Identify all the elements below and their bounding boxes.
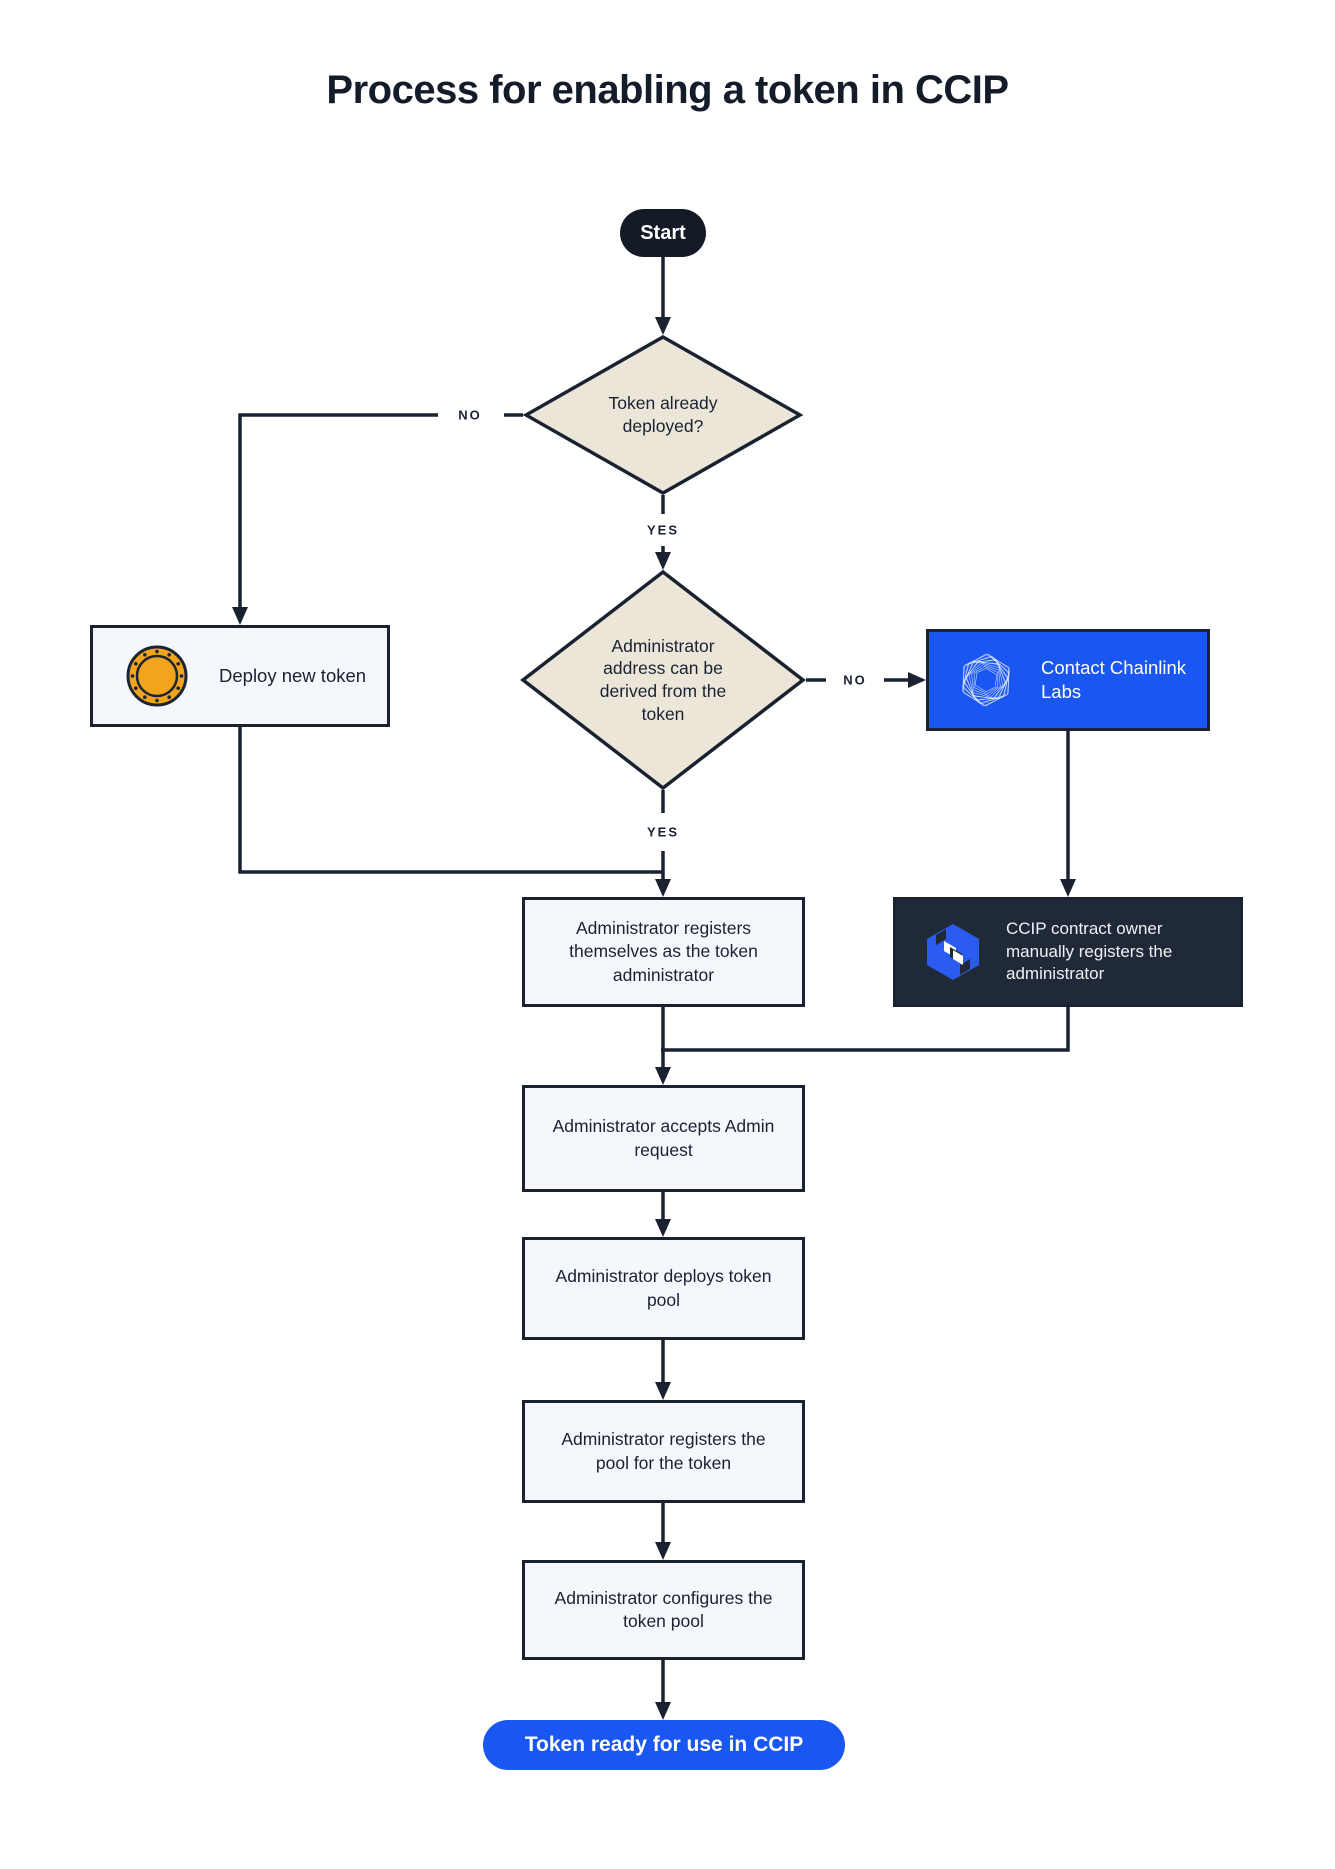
admin-registers-pool-label: Administrator registers the pool for the… (561, 1429, 766, 1473)
coin-icon (125, 644, 189, 708)
start-node: Start (620, 209, 706, 257)
diamond-shape (520, 570, 806, 790)
edge-ccip-owner-merge (661, 1007, 1070, 1052)
admin-accepts-request-node: Administrator accepts Admin request (522, 1085, 805, 1192)
admin-deploys-pool-node: Administrator deploys token pool (522, 1237, 805, 1340)
admin-configures-pool-label: Administrator configures the token pool (554, 1587, 773, 1631)
admin-deploys-pool-label: Administrator deploys token pool (555, 1266, 772, 1310)
edge-label-yes-2: YES (642, 822, 684, 842)
deploy-new-token-label: Deploy new token (219, 664, 367, 686)
contact-chainlink-labs-node: Contact Chainlink Labs (926, 629, 1210, 731)
contact-chainlink-labs-label: Contact Chainlink Labs (1041, 656, 1186, 702)
edge-label-no-1: NO (454, 405, 486, 425)
decision-admin-address-derived-label: Administrator address can be derived fro… (599, 635, 727, 724)
deploy-new-token-node: Deploy new token (90, 625, 390, 727)
edge-label-yes-1: YES (642, 520, 684, 540)
admin-configures-pool-node: Administrator configures the token pool (522, 1560, 805, 1660)
admin-registers-pool-node: Administrator registers the pool for the… (522, 1400, 805, 1503)
edge-decision1-no-to-deploy (232, 413, 438, 625)
edge-label-no-2: NO (839, 670, 871, 690)
page-title: Process for enabling a token in CCIP (326, 68, 1009, 112)
admin-accepts-request-label: Administrator accepts Admin request (552, 1116, 775, 1160)
diamond-shape (523, 335, 803, 495)
start-label: Start (640, 221, 686, 244)
decision-token-already-deployed-label: Token already deployed? (608, 393, 718, 436)
end-node: Token ready for use in CCIP (483, 1720, 845, 1770)
ccip-owner-registers-node: CCIP contract owner manually registers t… (893, 897, 1243, 1007)
chainlink-spirograph-icon (953, 647, 1019, 713)
decision-token-already-deployed: Token already deployed? (523, 335, 803, 495)
ccip-owner-registers-label: CCIP contract owner manually registers t… (1006, 919, 1173, 984)
ccip-hexagon-icon (922, 921, 984, 983)
decision-admin-address-derived: Administrator address can be derived fro… (520, 570, 806, 790)
end-label: Token ready for use in CCIP (524, 1733, 804, 1756)
admin-registers-self-node: Administrator registers themselves as th… (522, 897, 805, 1007)
admin-registers-self-label: Administrator registers themselves as th… (569, 918, 758, 985)
